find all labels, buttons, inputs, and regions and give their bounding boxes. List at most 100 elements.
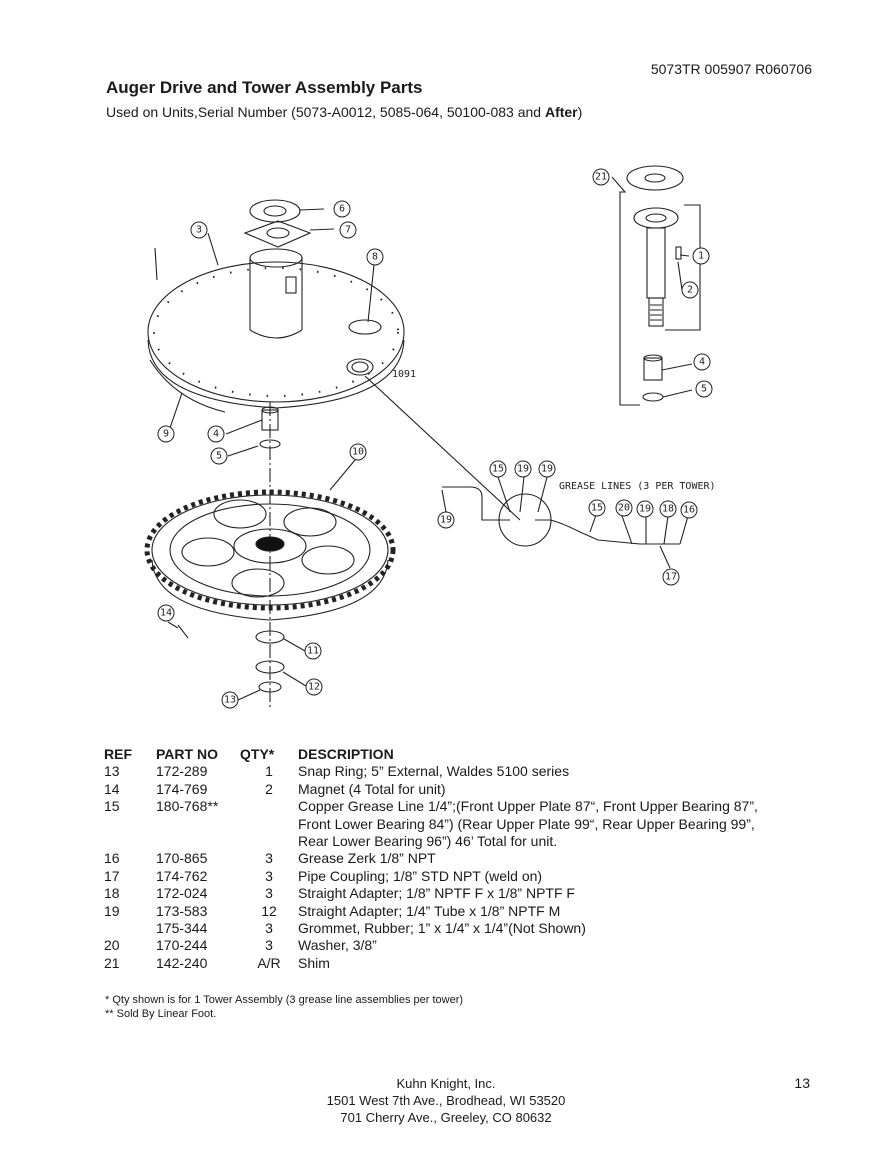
row-ref: 14 <box>104 780 120 797</box>
callout-1: 1 <box>698 251 704 262</box>
table-row: 15 180-768** Copper Grease Line 1/4”;(Fron… <box>104 798 798 815</box>
row-ref: 17 <box>104 867 120 884</box>
callout-15-right: 15 <box>591 503 603 514</box>
footer: Kuhn Knight, Inc. 1501 West 7th Ave., Br… <box>0 1075 892 1126</box>
row-description: Grease Zerk 1/8” NPT <box>298 850 436 867</box>
row-qty: A/R <box>257 954 281 971</box>
row-part-no: 172-289 <box>156 763 208 780</box>
header-qty: QTY* <box>240 746 275 762</box>
document-id: 5073TR 005907 R060706 <box>650 61 812 77</box>
row-qty <box>240 833 298 850</box>
row-ref: 21 <box>104 954 120 971</box>
row-qty: 3 <box>265 937 273 954</box>
row-qty <box>240 798 298 815</box>
parts-table-body: 13 172-289 1 Snap Ring; 5” External, Waldes… <box>104 763 798 972</box>
footer-company: Kuhn Knight, Inc. <box>396 1076 496 1091</box>
row-part-no <box>156 833 240 850</box>
row-part-no: 174-769 <box>156 780 208 797</box>
callout-19-d: 19 <box>440 515 452 526</box>
callout-6: 6 <box>339 204 345 215</box>
page-title: Auger Drive and Tower Assembly Parts <box>106 78 423 97</box>
row-description: Snap Ring; 5” External, Waldes 5100 seri… <box>298 763 570 780</box>
footer-address-1: 1501 West 7th Ave., Brodhead, WI 53520 <box>326 1093 566 1108</box>
row-part-no: 174-762 <box>156 867 208 884</box>
row-ref: 15 <box>104 798 120 815</box>
callout-18: 18 <box>662 504 674 515</box>
row-description: Grommet, Rubber; 1” x 1/4” x 1/4”(Not Sh… <box>298 920 586 937</box>
subtitle-bold: After <box>544 104 578 120</box>
row-part-no: 180-768** <box>156 798 219 815</box>
row-description: Front Lower Bearing 84”) (Rear Upper Pla… <box>298 815 755 832</box>
row-ref: 18 <box>104 885 120 902</box>
callout-14: 14 <box>160 608 172 619</box>
row-description: Rear Lower Bearing 96”) 46’ Total for un… <box>298 833 558 850</box>
callout-12: 12 <box>308 682 320 693</box>
row-description: Copper Grease Line 1/4”;(Front Upper Pla… <box>298 798 758 815</box>
footer-address-2: 701 Cherry Ave., Greeley, CO 80632 <box>340 1110 552 1125</box>
callout-19-b: 19 <box>541 464 553 475</box>
row-part-no: 173-583 <box>156 902 208 919</box>
header-part-no: PART NO <box>156 746 218 762</box>
subtitle-suffix: ) <box>577 104 583 120</box>
row-description: Washer, 3/8” <box>298 937 377 954</box>
row-qty: 3 <box>265 850 273 867</box>
row-part-no: 172-024 <box>156 885 208 902</box>
callout-2: 2 <box>687 285 693 296</box>
callout-3: 3 <box>196 225 202 236</box>
row-qty: 3 <box>265 867 273 884</box>
row-description: Straight Adapter; 1/8” NPTF F x 1/8” NPT… <box>298 885 575 902</box>
callout-11: 11 <box>307 646 319 657</box>
callout-21: 21 <box>595 172 607 183</box>
row-qty: 1 <box>265 763 273 780</box>
subtitle-prefix: Used on Units,Serial Number (5073-A0012,… <box>106 104 545 120</box>
row-qty: 12 <box>261 902 277 919</box>
callout-10: 10 <box>352 447 364 458</box>
callout-4-right: 4 <box>699 357 705 368</box>
table-row: 19 173-583 12 Straight Adapter; 1/4” Tube x… <box>104 903 798 920</box>
table-row: Rear Lower Bearing 96”) 46’ Total for un… <box>104 833 798 850</box>
row-part-no: 175-344 <box>156 920 208 937</box>
row-part-no: 170-244 <box>156 937 208 954</box>
callout-5: 5 <box>216 451 222 462</box>
callout-13: 13 <box>224 695 236 706</box>
row-part-no: 170-865 <box>156 850 208 867</box>
row-description: Shim <box>298 954 330 971</box>
row-part-no: 142-240 <box>156 954 208 971</box>
header-description: DESCRIPTION <box>298 746 394 762</box>
callout-8: 8 <box>372 252 378 263</box>
parts-diagram: 1 2 3 4 4 5 5 6 7 8 9 10 11 12 13 14 15 … <box>144 165 716 710</box>
callout-19-a: 19 <box>517 464 529 475</box>
row-ref: 19 <box>104 902 120 919</box>
callout-4: 4 <box>213 429 219 440</box>
row-qty: 3 <box>265 885 273 902</box>
row-description: Magnet (4 Total for unit) <box>298 780 446 797</box>
row-ref <box>104 833 156 850</box>
footnotes: * Qty shown is for 1 Tower Assembly (3 g… <box>105 993 463 1021</box>
table-row: 20 170-244 3 Washer, 3/8” <box>104 937 798 954</box>
table-row: Front Lower Bearing 84”) (Rear Upper Pla… <box>104 816 798 833</box>
row-ref: 20 <box>104 937 120 954</box>
callout-5-right: 5 <box>701 384 707 395</box>
row-ref: 16 <box>104 850 120 867</box>
footnote-qty: * Qty shown is for 1 Tower Assembly (3 g… <box>105 994 464 1006</box>
table-row: 21 142-240 A/R Shim <box>104 955 798 972</box>
table-row: 16 170-865 3 Grease Zerk 1/8” NPT <box>104 850 798 867</box>
page-subtitle: Used on Units,Serial Number (5073-A0012,… <box>106 104 582 120</box>
grease-lines-label: GREASE LINES (3 PER TOWER) <box>559 481 716 492</box>
row-ref <box>104 920 156 937</box>
page-number: 13 <box>794 1075 810 1091</box>
row-part-no <box>156 816 240 833</box>
table-row: 14 174-769 2 Magnet (4 Total for unit) <box>104 781 798 798</box>
row-description: Straight Adapter; 1/4” Tube x 1/8” NPTF … <box>298 902 561 919</box>
row-ref: 13 <box>104 763 120 780</box>
row-qty: 2 <box>265 780 273 797</box>
callout-16: 16 <box>683 505 695 516</box>
footnote-linear-foot: ** Sold By Linear Foot. <box>105 1008 217 1020</box>
part-1091-label: 1091 <box>392 369 416 380</box>
row-ref <box>104 816 156 833</box>
callout-20: 20 <box>618 503 630 514</box>
callout-19-c: 19 <box>639 504 651 515</box>
